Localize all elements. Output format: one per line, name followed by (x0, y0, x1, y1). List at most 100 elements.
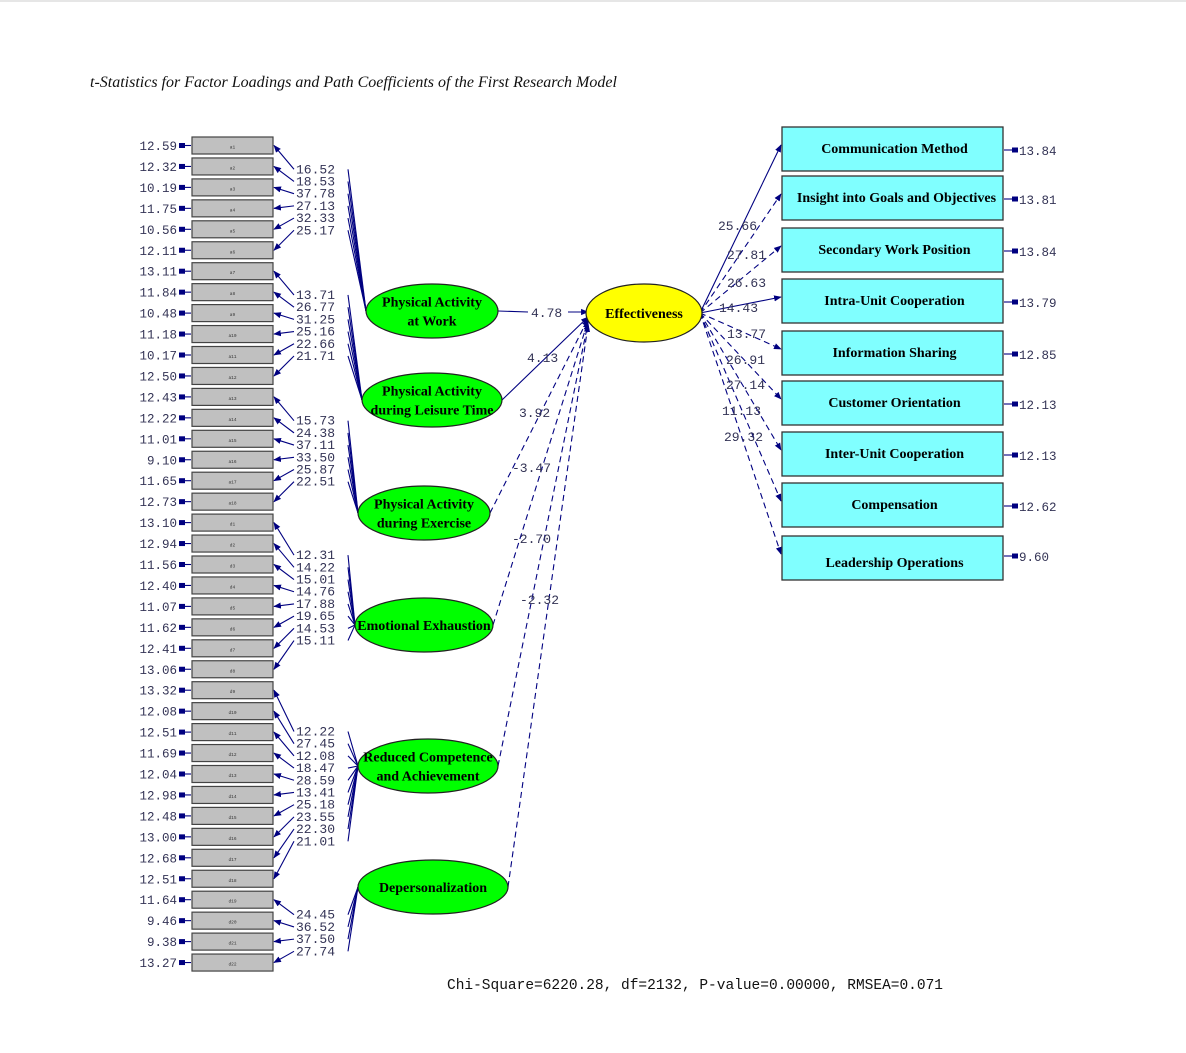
loading-t-value: 17.88 (296, 597, 335, 612)
loading-t-value: 36.52 (296, 920, 335, 935)
outcome-loading-t: 14.43 (719, 301, 758, 316)
loading-t-value: 22.30 (296, 822, 335, 837)
error-arrowhead (179, 415, 185, 421)
loading-t-value: 33.50 (296, 450, 335, 465)
indicator-error-t: 12.94 (139, 538, 177, 552)
latent-factor-ellipse (357, 859, 509, 915)
path-arrow (492, 320, 589, 626)
loading-line (347, 615, 356, 626)
indicator-box (191, 178, 274, 197)
indicator-error-t: 12.11 (139, 245, 177, 259)
outcome-indicator-label: Customer Orientation (828, 396, 961, 411)
loading-line (347, 469, 359, 514)
indicator-error-t: 11.18 (139, 329, 177, 343)
outcome-loading-arrow (699, 312, 782, 502)
indicator-error-t: 13.10 (139, 517, 177, 531)
indicator-label: d15 (228, 815, 236, 821)
error-arrowhead (179, 876, 185, 882)
indicator-box (191, 848, 274, 867)
path-t-value: -3.47 (512, 461, 551, 476)
error-arrowhead (179, 771, 185, 777)
indicator-error-t: 12.32 (139, 161, 177, 175)
fit-statistics: Chi-Square=6220.28, df=2132, P-value=0.0… (447, 978, 943, 994)
error-arrowhead (179, 834, 185, 840)
error-arrowhead (179, 603, 185, 609)
latent-factor-ellipse (361, 372, 503, 428)
indicator-label: a6 (230, 249, 236, 255)
indicator-label: a15 (228, 438, 236, 444)
loading-arrow (273, 689, 295, 732)
loading-arrow (273, 542, 295, 568)
loading-t-value: 25.16 (296, 325, 335, 340)
labels-layer: a112.59a212.32a310.19a411.75a510.56a612.… (139, 140, 1056, 971)
indicator-box (191, 304, 274, 323)
path-t-value: -2.32 (520, 593, 559, 608)
indicator-label: a1 (230, 145, 236, 151)
loading-t-value: 12.31 (296, 548, 335, 563)
indicator-error-t: 12.08 (139, 706, 177, 720)
indicator-label: a17 (228, 480, 236, 486)
outcome-indicator-label: Inter-Unit Cooperation (825, 447, 964, 462)
loading-line (347, 765, 359, 842)
loading-arrow (273, 791, 295, 798)
loading-line (347, 765, 359, 781)
outcome-indicator-box (781, 126, 1004, 172)
loading-arrow (273, 615, 295, 628)
indicator-box (191, 534, 274, 553)
loading-t-value: 25.17 (296, 223, 335, 238)
indicator-label: d6 (230, 626, 236, 632)
indicator-box (191, 785, 274, 805)
loading-t-value: 21.01 (296, 834, 335, 849)
indicator-error-t: 10.56 (139, 224, 177, 238)
loading-t-value: 37.78 (296, 187, 335, 202)
indicator-box (191, 827, 274, 846)
loading-arrow (273, 710, 295, 744)
loading-arrow (273, 804, 295, 817)
latent-factor-label: Depersonalization (379, 881, 487, 896)
outcome-loading-arrow (699, 312, 782, 350)
latent-factor-label: Physical Activity (374, 498, 474, 513)
indicator-error-t: 12.22 (139, 412, 177, 426)
path-t-value: -2.70 (512, 532, 551, 547)
loading-t-value: 23.55 (296, 810, 335, 825)
loading-line (347, 624, 356, 629)
indicator-box (191, 429, 274, 448)
error-arrowhead (179, 666, 185, 672)
error-arrowhead (179, 457, 185, 463)
path-arrow (489, 318, 589, 514)
loading-line (347, 343, 363, 401)
error-arrowhead (179, 394, 185, 400)
indicator-box (191, 806, 274, 826)
outcome-error-arrowhead (1012, 351, 1018, 357)
indicator-label: d20 (228, 920, 236, 926)
indicator-error-t: 12.40 (139, 580, 177, 594)
error-arrowhead (179, 645, 185, 651)
path-arrow (501, 316, 589, 401)
loading-arrow (273, 312, 295, 320)
indicator-box (191, 262, 274, 281)
indicator-label: a3 (230, 186, 236, 192)
indicator-box (191, 241, 274, 260)
loading-t-value: 15.01 (296, 573, 335, 588)
indicator-box (191, 408, 274, 427)
indicator-box (191, 702, 274, 721)
indicator-error-t: 11.84 (139, 287, 177, 301)
outcome-loading-t: 27.14 (726, 378, 765, 393)
indicator-error-t: 12.59 (139, 140, 177, 154)
indicator-error-t: 10.48 (139, 308, 177, 322)
loading-arrow (273, 564, 295, 580)
loading-arrow (273, 828, 295, 859)
error-arrowhead (179, 562, 185, 567)
loading-t-value: 27.74 (296, 944, 335, 959)
loading-arrow (273, 731, 295, 757)
outcome-error-t: 13.84 (1019, 145, 1057, 159)
indicator-error-t: 11.64 (139, 894, 177, 908)
indicator-label: a11 (228, 354, 236, 360)
top-border (0, 0, 1186, 2)
indicator-box (191, 660, 274, 679)
loading-t-value: 25.87 (296, 462, 335, 477)
loading-arrow (273, 584, 295, 593)
indicator-error-t: 11.01 (139, 433, 177, 447)
indicator-error-t: 9.10 (147, 454, 177, 468)
